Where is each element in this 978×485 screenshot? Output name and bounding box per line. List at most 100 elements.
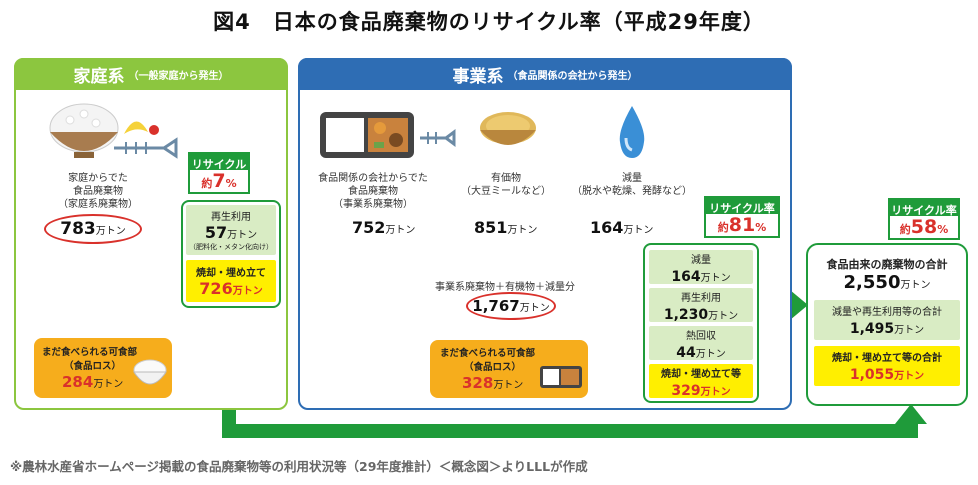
- total-burn-unit: 万トン: [894, 371, 925, 382]
- biz-src2-line1: 有価物: [491, 173, 521, 184]
- household-rate-prefix: 約: [201, 177, 213, 190]
- biz-src1-amount: 752万トン: [352, 218, 415, 237]
- biz-loss-label1: まだ食べられる可食部: [440, 348, 536, 359]
- biz-sum-unit: 万トン: [519, 302, 550, 314]
- biz-reduce-label: 減量: [691, 255, 711, 266]
- rice-bowl-icon: [49, 103, 178, 159]
- biz-sum-label: 事業系廃棄物＋有機物＋減量分: [435, 282, 575, 293]
- biz-reduce-value: 164: [671, 269, 701, 285]
- total-burn-label: 焼却・埋め立て等の合計: [832, 353, 942, 364]
- household-source-label: 家庭からでた 食品廃棄物 （家庭系廃棄物）: [38, 172, 158, 211]
- business-header-title: 事業系: [452, 66, 504, 87]
- household-reuse-note: （肥料化・メタン化向け）: [189, 243, 273, 251]
- total-rate-label: リサイクル率: [891, 204, 957, 217]
- biz-src3-amount: 164万トン: [590, 218, 653, 237]
- biz-rate-suffix: %: [755, 221, 767, 234]
- total-arrow-head: [790, 290, 808, 320]
- household-source-line3: （家庭系廃棄物）: [58, 199, 138, 210]
- biz-src3-value: 164: [590, 218, 624, 237]
- household-loss-unit: 万トン: [93, 379, 124, 390]
- total-rate-value: 58: [910, 216, 938, 238]
- biz-src2-line2: （大豆ミールなど）: [461, 186, 551, 197]
- total-reuse-box: 減量や再生利用等の合計 1,495万トン: [814, 300, 960, 340]
- business-header: 事業系 （食品関係の会社から発生）: [298, 58, 792, 90]
- biz-heat-label: 熱回収: [686, 331, 716, 342]
- biz-heat-value: 44: [676, 345, 696, 361]
- biz-src3-unit: 万トン: [623, 225, 654, 236]
- total-amount: 2,550万トン: [806, 272, 968, 293]
- household-burn-value: 726: [199, 279, 233, 298]
- total-reuse-label: 減量や再生利用等の合計: [832, 307, 942, 318]
- bottom-path-head: [895, 404, 927, 424]
- total-rate-box: 約58%: [888, 216, 960, 240]
- biz-src3-line2: （脱水や乾燥、発酵など）: [572, 186, 692, 197]
- biz-reuse-box: 再生利用 1,230万トン: [649, 288, 753, 323]
- biz-reuse-label: 再生利用: [681, 293, 721, 304]
- biz-heat-unit: 万トン: [695, 349, 726, 360]
- biz-src2-amount: 851万トン: [474, 218, 537, 237]
- biz-burn-box: 焼却・埋め立て等 329万トン: [649, 364, 753, 399]
- total-rate-prefix: 約: [899, 223, 911, 236]
- biz-burn-label: 焼却・埋め立て等: [661, 369, 741, 380]
- page-title: 図4 日本の食品廃棄物のリサイクル率（平成29年度）: [213, 10, 765, 34]
- rice-bowl-small-icon: [133, 359, 167, 385]
- total-rate-tag: リサイクル率: [888, 198, 960, 218]
- total-burn-box: 焼却・埋め立て等の合計 1,055万トン: [814, 346, 960, 386]
- biz-reduce-unit: 万トン: [700, 273, 731, 284]
- biz-rate-box: 約81%: [704, 214, 780, 238]
- business-header-sub: （食品関係の会社から発生）: [507, 70, 638, 82]
- biz-loss-value: 328: [462, 374, 494, 392]
- biz-loss-label2: （食品ロス）: [464, 362, 522, 373]
- household-loss-value: 284: [62, 373, 94, 391]
- biz-src1-line2: 食品廃棄物: [348, 186, 398, 197]
- household-source-line1: 家庭からでた: [68, 173, 128, 184]
- biz-src1-line1: 食品関係の会社からでた: [318, 173, 428, 184]
- household-header-title: 家庭系: [73, 66, 125, 87]
- total-reuse-value: 1,495: [849, 321, 895, 337]
- household-burn-box: 焼却・埋め立て 726万トン: [186, 260, 276, 302]
- biz-sum-value: 1,767: [472, 297, 520, 315]
- household-reuse-unit: 万トン: [227, 230, 258, 241]
- household-loss-label2: （食品ロス）: [64, 361, 122, 372]
- biz-burn-value: 329: [671, 383, 701, 399]
- household-source-line2: 食品廃棄物: [73, 186, 123, 197]
- biz-src1-value: 752: [352, 218, 386, 237]
- household-burn-unit: 万トン: [232, 286, 263, 297]
- total-reuse-unit: 万トン: [894, 325, 925, 336]
- biz-src2-label: 有価物 （大豆ミールなど）: [456, 172, 556, 198]
- household-rate-value: 7: [212, 170, 226, 192]
- water-drop-icon: [619, 106, 645, 158]
- household-reuse-box: 再生利用 57万トン （肥料化・メタン化向け）: [186, 205, 276, 255]
- household-header: 家庭系 （一般家庭から発生）: [14, 58, 288, 90]
- biz-burn-unit: 万トン: [700, 387, 731, 398]
- bottom-path-up: [904, 422, 918, 438]
- bento-icon: [320, 112, 456, 158]
- biz-src3-label: 減量 （脱水や乾燥、発酵など）: [570, 172, 694, 198]
- biz-rate-label: リサイクル率: [709, 202, 775, 215]
- household-loss-label1: まだ食べられる可食部: [42, 347, 138, 358]
- biz-heat-box: 熱回収 44万トン: [649, 326, 753, 361]
- biz-rate-tag: リサイクル率: [704, 196, 780, 216]
- biz-rate-value: 81: [728, 214, 756, 236]
- household-burn-label: 焼却・埋め立て: [196, 268, 266, 279]
- soybean-bowl-icon: [480, 112, 536, 145]
- biz-src1-unit: 万トン: [385, 225, 416, 236]
- biz-src1-label: 食品関係の会社からでた 食品廃棄物 （事業系廃棄物）: [314, 172, 432, 211]
- household-reuse-value: 57: [204, 223, 228, 242]
- biz-src2-unit: 万トン: [507, 225, 538, 236]
- biz-reduce-box: 減量 164万トン: [649, 250, 753, 285]
- biz-src2-value: 851: [474, 218, 508, 237]
- biz-loss-unit: 万トン: [493, 380, 524, 391]
- household-header-sub: （一般家庭から発生）: [128, 70, 229, 82]
- total-value: 2,550: [843, 272, 901, 293]
- bottom-path-right: [222, 424, 918, 438]
- household-rate-tag: リサイクル率: [188, 152, 250, 187]
- biz-reuse-value: 1,230: [663, 307, 709, 323]
- total-rate-suffix: %: [937, 223, 949, 236]
- total-title: 食品由来の廃棄物の合計: [826, 258, 948, 271]
- footnote: ※農林水産省ホームページ掲載の食品廃棄物等の利用状況等（29年度推計）＜概念図＞…: [10, 459, 588, 474]
- biz-src1-line3: （事業系廃棄物）: [333, 199, 413, 210]
- total-burn-value: 1,055: [849, 367, 895, 383]
